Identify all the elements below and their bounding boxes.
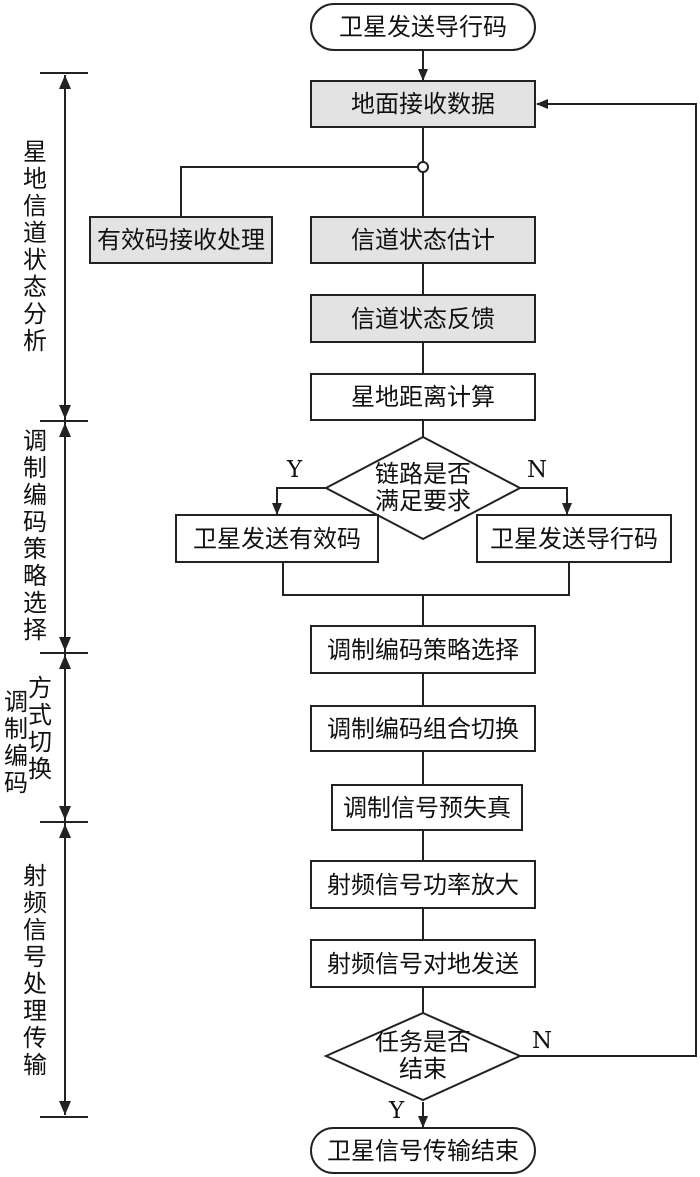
stage4-char: 处 bbox=[23, 970, 47, 998]
connector-no-loop-back bbox=[520, 99, 697, 1057]
stage-arrowhead-2-top bbox=[59, 423, 71, 437]
connector-no-branch bbox=[520, 487, 572, 515]
stage2-char: 编 bbox=[23, 481, 47, 509]
mod-strategy-label: 调制编码策略选择 bbox=[327, 635, 519, 664]
stage3-left-char: 编 bbox=[4, 742, 28, 770]
stage3-right-char: 方 bbox=[28, 674, 52, 702]
decision-link-shape bbox=[323, 435, 523, 541]
stage-label-channel-analysis: 星 地 信 道 状 态 分 析 bbox=[22, 139, 48, 355]
stage1-char: 状 bbox=[23, 246, 47, 274]
stage2-char: 调 bbox=[23, 427, 47, 455]
stage-label-mod-switch-left: 调 制 编 码 bbox=[4, 689, 30, 797]
distance-calc-label: 星地距离计算 bbox=[351, 383, 495, 411]
start-terminal-label: 卫星发送导行码 bbox=[339, 13, 507, 41]
channel-estimate-box: 信道状态估计 bbox=[310, 216, 536, 264]
send-pilot-code-box: 卫星发送导行码 bbox=[476, 514, 672, 563]
decision-link-text: 链路是否 满足要求 bbox=[343, 461, 503, 515]
stage4-char: 信 bbox=[23, 916, 47, 944]
stage-arrowhead-4-bottom bbox=[59, 1101, 71, 1115]
connector-yes-branch bbox=[272, 487, 326, 515]
stage1-char: 地 bbox=[23, 165, 47, 193]
decision-task-text: 任务是否 结束 bbox=[343, 1029, 503, 1083]
link-yes-label: Y bbox=[287, 457, 303, 483]
stage-arrowhead-4-top bbox=[59, 824, 71, 838]
stage4-char: 输 bbox=[23, 1051, 47, 1079]
mod-switch-label: 调制编码组合切换 bbox=[327, 714, 519, 743]
send-pilot-code-label: 卫星发送导行码 bbox=[490, 524, 658, 553]
decision-task-shape bbox=[323, 1011, 523, 1102]
send-valid-code-label: 卫星发送有效码 bbox=[193, 524, 361, 553]
predistortion-label: 调制信号预失真 bbox=[343, 793, 511, 822]
decision-link-line2: 满足要求 bbox=[375, 487, 471, 515]
task-no-label: N bbox=[532, 1028, 553, 1054]
predistortion-box: 调制信号预失真 bbox=[331, 784, 523, 831]
stage3-right-char: 换 bbox=[28, 755, 52, 783]
stage-arrowhead-2-bottom bbox=[59, 637, 71, 651]
stage2-char: 选 bbox=[23, 589, 47, 617]
channel-estimate-label: 信道状态估计 bbox=[351, 226, 495, 254]
valid-code-process-box: 有效码接收处理 bbox=[89, 216, 273, 264]
stage4-char: 传 bbox=[23, 1024, 47, 1052]
stage3-left-char: 码 bbox=[4, 769, 28, 797]
stage1-char: 信 bbox=[23, 192, 47, 220]
stage-arrowhead-1-top bbox=[59, 75, 71, 89]
rf-send-box: 射频信号对地发送 bbox=[310, 939, 536, 988]
connector-merge bbox=[282, 563, 570, 596]
stage1-char: 道 bbox=[23, 219, 47, 247]
mod-switch-box: 调制编码组合切换 bbox=[310, 705, 536, 752]
power-amp-label: 射频信号功率放大 bbox=[327, 870, 519, 899]
end-terminal-label: 卫星信号传输结束 bbox=[327, 1136, 519, 1165]
decision-task-line2: 结束 bbox=[399, 1055, 447, 1083]
stage4-char: 理 bbox=[23, 997, 47, 1025]
stage2-char: 略 bbox=[23, 562, 47, 590]
end-terminal: 卫星信号传输结束 bbox=[310, 1127, 536, 1174]
decision-task-line1: 任务是否 bbox=[375, 1028, 471, 1056]
channel-feedback-label: 信道状态反馈 bbox=[351, 304, 495, 333]
rf-send-label: 射频信号对地发送 bbox=[327, 949, 519, 978]
junction-point bbox=[417, 161, 429, 173]
stage1-char: 态 bbox=[23, 273, 47, 301]
stage1-char: 星 bbox=[23, 138, 47, 166]
valid-code-process-label: 有效码接收处理 bbox=[97, 226, 265, 254]
stage3-left-char: 调 bbox=[4, 688, 28, 716]
stage4-char: 射 bbox=[23, 862, 47, 890]
stage-label-mod-switch-right: 方 式 切 换 bbox=[28, 675, 54, 783]
stage3-right-char: 切 bbox=[28, 728, 52, 756]
stage-arrowhead-3-top bbox=[59, 655, 71, 669]
stage-arrowhead-1-bottom bbox=[59, 405, 71, 419]
stage4-char: 频 bbox=[23, 889, 47, 917]
connector-junction-to-valid-code bbox=[180, 166, 418, 216]
stage4-char: 号 bbox=[23, 943, 47, 971]
stage1-char: 析 bbox=[23, 327, 47, 355]
stage-label-rf-transmission: 射 频 信 号 处 理 传 输 bbox=[22, 863, 48, 1079]
stage2-char: 制 bbox=[23, 454, 47, 482]
stage3-right-char: 式 bbox=[28, 701, 52, 729]
stage-arrowhead-3-bottom bbox=[59, 806, 71, 820]
stage3-left-char: 制 bbox=[4, 715, 28, 743]
distance-calc-box: 星地距离计算 bbox=[310, 373, 536, 421]
task-yes-label: Y bbox=[389, 1098, 405, 1124]
ground-receive-box: 地面接收数据 bbox=[310, 80, 536, 128]
channel-feedback-box: 信道状态反馈 bbox=[310, 294, 536, 343]
stage1-char: 分 bbox=[23, 300, 47, 328]
stage-label-mod-strategy: 调 制 编 码 策 略 选 择 bbox=[22, 428, 48, 644]
stage2-char: 码 bbox=[23, 508, 47, 536]
send-valid-code-box: 卫星发送有效码 bbox=[175, 514, 379, 563]
link-no-label: N bbox=[527, 457, 548, 483]
stage2-char: 策 bbox=[23, 535, 47, 563]
decision-link-line1: 链路是否 bbox=[375, 460, 471, 488]
stage2-char: 择 bbox=[23, 616, 47, 644]
mod-strategy-box: 调制编码策略选择 bbox=[310, 625, 536, 674]
power-amp-box: 射频信号功率放大 bbox=[310, 860, 536, 909]
ground-receive-label: 地面接收数据 bbox=[351, 90, 495, 118]
start-terminal: 卫星发送导行码 bbox=[310, 3, 536, 51]
